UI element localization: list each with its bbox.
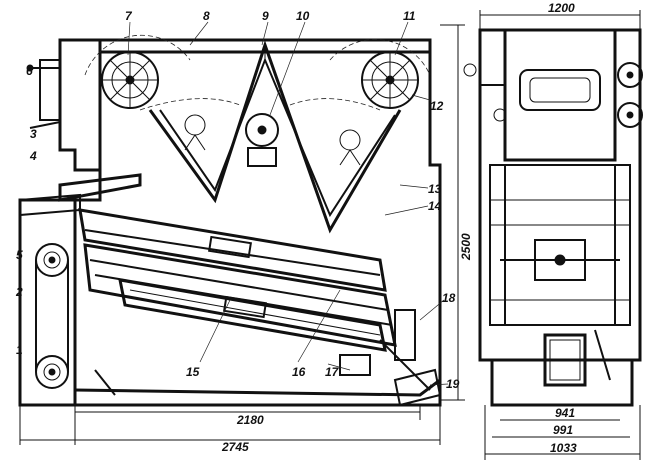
side-view <box>18 24 465 445</box>
feed-inlet <box>58 38 102 172</box>
feeder-tray <box>58 173 142 202</box>
front-shaft-hub <box>554 254 566 266</box>
part-label-1: 1 <box>16 343 23 357</box>
part-label-11: 11 <box>403 9 416 23</box>
airflow-right <box>289 98 381 111</box>
front-belt <box>594 329 611 381</box>
front-window-inner <box>529 77 591 103</box>
dim-text-941: 941 <box>555 406 575 420</box>
front-window <box>519 69 601 111</box>
bottom-support-left <box>94 369 116 396</box>
right-drum <box>329 39 431 109</box>
part-label-4: 4 <box>29 149 37 163</box>
dim-text-2500: 2500 <box>459 233 473 261</box>
part-label-15: 15 <box>186 365 200 379</box>
sieve-assembly <box>78 208 397 352</box>
feed-chute <box>39 59 60 121</box>
airflow-left <box>139 98 241 111</box>
lever-knob <box>26 64 34 72</box>
bottom-support-right <box>379 339 431 391</box>
dim-text-1033: 1033 <box>550 441 577 455</box>
part-label-13: 13 <box>428 182 442 196</box>
valve-right <box>339 129 361 166</box>
part-label-2: 2 <box>15 285 23 299</box>
part-label-14: 14 <box>428 199 442 213</box>
part-label-17: 17 <box>325 365 340 379</box>
part-label-16: 16 <box>292 365 306 379</box>
part-label-6: 6 <box>26 64 33 78</box>
front-sieve-frame <box>489 164 631 326</box>
front-base <box>490 358 634 407</box>
valve-left <box>184 114 206 151</box>
center-fan <box>245 113 279 167</box>
front-right-drive <box>617 62 643 128</box>
outlet-17 <box>339 354 371 376</box>
part-label-10: 10 <box>296 9 310 23</box>
dim-text-1200: 1200 <box>548 1 575 15</box>
motor-1 <box>35 355 69 389</box>
part-label-5: 5 <box>16 248 23 262</box>
lever-3 <box>29 121 61 129</box>
outlet-18 <box>394 309 416 361</box>
front-left-cap <box>479 29 506 86</box>
part-label-3: 3 <box>30 127 37 141</box>
part-label-19: 19 <box>446 377 460 391</box>
dim-text-2745: 2745 <box>221 440 249 454</box>
part-label-12: 12 <box>430 99 444 113</box>
part-label-8: 8 <box>203 9 210 23</box>
part-label-7: 7 <box>125 9 133 23</box>
motor-5 <box>35 243 69 277</box>
part-label-18: 18 <box>442 291 456 305</box>
outlet-19 <box>393 368 442 407</box>
front-left-knob-2 <box>493 108 507 122</box>
left-drum <box>84 34 191 109</box>
dim-text-991: 991 <box>553 423 573 437</box>
dim-text-2180: 2180 <box>236 413 264 427</box>
front-left-knob <box>463 63 477 77</box>
front-upper-box <box>503 28 617 162</box>
front-view <box>463 10 643 460</box>
left-frame <box>18 198 77 407</box>
part-label-9: 9 <box>262 9 269 23</box>
leader-lines <box>127 21 449 386</box>
bottom-pan <box>74 378 441 397</box>
